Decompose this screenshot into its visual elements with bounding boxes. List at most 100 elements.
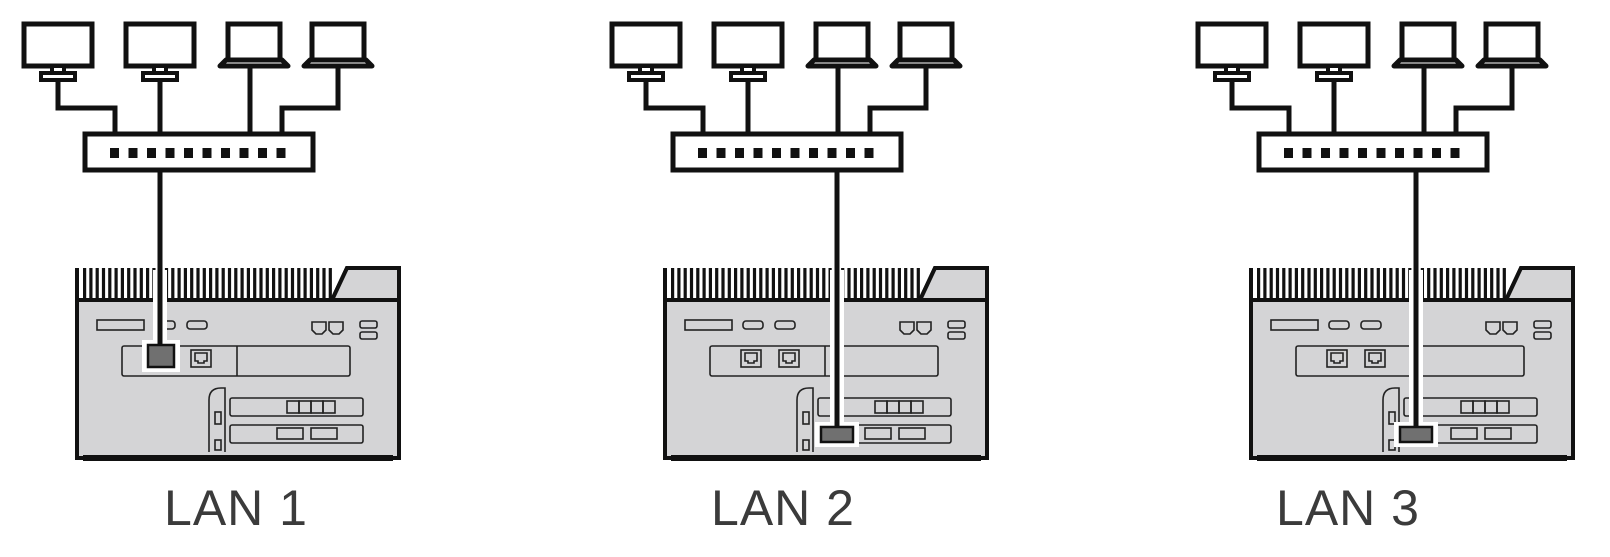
- heatsink-fin: [1433, 268, 1437, 300]
- monitor-base: [141, 71, 179, 82]
- expansion-slot-1: [229, 397, 364, 417]
- switch-port: [846, 148, 855, 158]
- active-lan-port: [819, 425, 855, 444]
- laptop-base: [301, 57, 375, 69]
- switch-port: [1284, 148, 1293, 158]
- heatsink-fin: [297, 268, 301, 300]
- laptop-base: [1391, 57, 1465, 69]
- heatsink-fin: [1490, 268, 1494, 300]
- caption-lan-1: LAN 1: [164, 480, 308, 536]
- bracket: [796, 387, 814, 452]
- cable-device-4: [1453, 66, 1515, 134]
- heatsink-fin: [1294, 268, 1298, 300]
- heatsink-fin: [1471, 268, 1475, 300]
- heatsink-fin: [797, 268, 801, 300]
- panel-lan3: [1195, 21, 1575, 461]
- heatsink-fin: [784, 268, 788, 300]
- monitor-screen-icon: [609, 21, 683, 69]
- heatsink-fin: [702, 268, 706, 300]
- heatsink-fin: [171, 268, 175, 300]
- heatsink-fin: [1332, 268, 1336, 300]
- heatsink-fin: [904, 268, 908, 300]
- lan-port-a-detail: [744, 352, 758, 364]
- cable-device-1: [643, 80, 706, 134]
- slot-port: [910, 400, 924, 414]
- heatsink-fin: [303, 268, 307, 300]
- heatsink-fin: [815, 268, 820, 300]
- bracket: [1382, 387, 1400, 452]
- heatsink-fin: [234, 268, 238, 300]
- laptop-screen-icon: [897, 21, 955, 63]
- switch-port: [1358, 148, 1367, 158]
- switch-port: [753, 148, 763, 158]
- switch-port: [165, 148, 175, 158]
- heatsink-fin: [272, 268, 276, 300]
- lan-port-a: [740, 349, 762, 368]
- cable-device-1: [55, 80, 118, 134]
- heatsink-fin: [696, 268, 700, 300]
- heatsink-fin: [866, 268, 870, 300]
- heatsink-fin: [1370, 268, 1374, 300]
- slot-port: [1484, 427, 1512, 440]
- chassis-top-right: [1502, 266, 1575, 302]
- heatsink-fin: [677, 268, 681, 300]
- switch-port: [735, 148, 744, 158]
- switch-port: [772, 148, 781, 158]
- heatsink-fin: [759, 268, 763, 300]
- small-port: [947, 331, 966, 340]
- heatsink-fin: [752, 268, 757, 300]
- heatsink-fin: [715, 268, 719, 300]
- monitor-screen-icon: [123, 21, 197, 69]
- slot-port: [1496, 400, 1510, 414]
- heatsink-fin: [183, 268, 187, 300]
- heatsink-fin: [1301, 268, 1305, 300]
- heatsink-fin: [114, 268, 118, 300]
- laptop-screen-icon: [1483, 21, 1541, 63]
- heatsink-fin: [1269, 268, 1273, 300]
- heatsink-fin: [1496, 268, 1500, 300]
- hdmi-port: [1360, 320, 1382, 330]
- monitor-screen-icon: [1297, 21, 1371, 69]
- heatsink-fin: [689, 268, 694, 300]
- switch-port: [1395, 148, 1404, 158]
- laptop-screen-icon: [225, 21, 283, 63]
- expansion-slot-1: [817, 397, 952, 417]
- heatsink-fin: [1351, 268, 1355, 300]
- heatsink-fin: [1502, 268, 1506, 300]
- heatsink-fin: [127, 268, 131, 300]
- heatsink-fin: [120, 268, 124, 300]
- heatsink-fin: [1263, 268, 1267, 300]
- heatsink-fin: [1376, 268, 1380, 300]
- heatsink-fin: [265, 268, 269, 300]
- heatsink-fin: [727, 268, 731, 300]
- heatsink-fin: [227, 268, 232, 300]
- rj45-top-1: [899, 321, 915, 335]
- bracket-notch: [214, 411, 222, 425]
- switch-port: [147, 148, 156, 158]
- slot-port: [898, 427, 926, 440]
- expansion-slot-2: [229, 424, 364, 444]
- heatsink-fin: [803, 268, 807, 300]
- rj45-top-1: [1485, 321, 1501, 335]
- heatsink-fin: [95, 268, 99, 300]
- laptop-base: [1475, 57, 1549, 69]
- bracket: [208, 387, 226, 452]
- heatsink-fin: [885, 268, 889, 300]
- switch-port: [276, 148, 286, 158]
- heatsink-fin: [809, 268, 813, 300]
- heatsink-fin: [146, 268, 150, 300]
- heatsink-fin: [721, 268, 725, 300]
- heatsink-fin: [1446, 268, 1450, 300]
- small-port: [1533, 320, 1552, 329]
- heatsink-fin: [790, 268, 794, 300]
- heatsink-fin: [860, 268, 864, 300]
- laptop-base: [889, 57, 963, 69]
- switch-port: [128, 148, 138, 158]
- heatsink-fin: [209, 268, 213, 300]
- rj45-top-1: [311, 321, 327, 335]
- heatsink-fin: [139, 268, 143, 300]
- cable-device-4: [279, 66, 341, 134]
- heatsink-fin: [1345, 268, 1349, 300]
- usb-port: [742, 320, 764, 330]
- active-lan-port: [1398, 425, 1434, 444]
